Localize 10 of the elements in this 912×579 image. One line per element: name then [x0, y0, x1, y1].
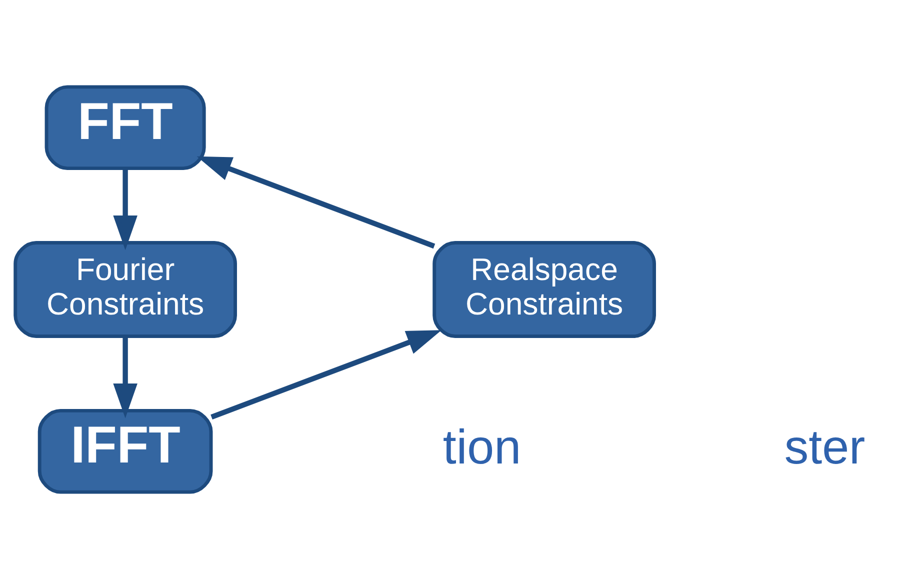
arrow — [113, 337, 138, 418]
node-box: Realspace Constraints — [432, 241, 656, 338]
node-box: Fourier Constraints — [14, 241, 237, 338]
arrow — [113, 168, 138, 250]
arrow — [210, 330, 442, 420]
label: ster — [784, 420, 866, 474]
node-box: IFFT — [38, 408, 213, 494]
node-box: FFT — [44, 85, 206, 170]
label: tion — [442, 420, 522, 474]
arrow — [196, 156, 436, 249]
